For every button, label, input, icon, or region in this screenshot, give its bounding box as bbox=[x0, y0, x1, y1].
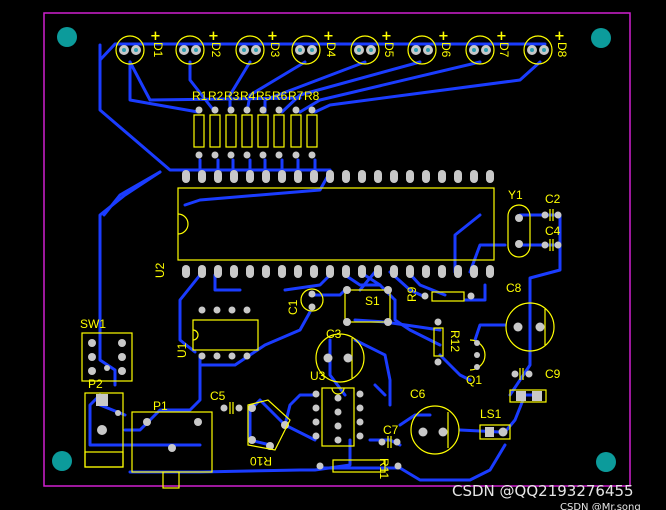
mounting-hole-bottom-left bbox=[52, 451, 72, 471]
label-d1: D1 bbox=[151, 42, 165, 58]
label-s1: S1 bbox=[365, 294, 380, 308]
label-r11: R11 bbox=[377, 458, 391, 479]
resistor-r9 bbox=[421, 291, 475, 302]
mounting-hole-bottom-right bbox=[596, 452, 616, 472]
label-c5: C5 bbox=[210, 389, 226, 403]
label-r8: R8 bbox=[304, 89, 320, 103]
led-d8 bbox=[523, 35, 553, 65]
label-d4: D4 bbox=[324, 42, 338, 58]
plus-sign-d8: + bbox=[554, 29, 565, 44]
led-d4 bbox=[291, 35, 321, 65]
resistor-r11-right bbox=[509, 389, 547, 403]
label-d8: D8 bbox=[555, 42, 569, 58]
label-r2: R2 bbox=[208, 89, 224, 103]
label-ls1: LS1 bbox=[480, 407, 502, 421]
label-d7: D7 bbox=[497, 42, 511, 58]
silkscreen-layer: + + + + + + + + D1 D2 D3 D4 D5 D6 D7 D8 bbox=[80, 29, 569, 489]
mounting-hole-top-left bbox=[57, 27, 77, 47]
label-d2: D2 bbox=[209, 42, 223, 58]
resistor-pads bbox=[195, 106, 316, 159]
label-c3: C3 bbox=[326, 327, 342, 341]
capacitor-c1 bbox=[300, 288, 324, 312]
chip-u2 bbox=[177, 187, 495, 261]
label-q1: Q1 bbox=[466, 373, 482, 387]
switch-sw1 bbox=[81, 332, 133, 382]
led-d7 bbox=[465, 35, 495, 65]
watermark-sub: CSDN @Mr.song bbox=[560, 502, 641, 510]
plus-sign-d7: + bbox=[496, 29, 507, 44]
label-r10: R10 bbox=[250, 454, 272, 468]
capacitor-c5 bbox=[220, 402, 243, 414]
mounting-hole-top-right bbox=[591, 28, 611, 48]
label-c8: C8 bbox=[506, 281, 522, 295]
led-d3 bbox=[235, 35, 265, 65]
label-r9: R9 bbox=[405, 286, 419, 302]
label-r6: R6 bbox=[272, 89, 288, 103]
label-c7: C7 bbox=[383, 423, 399, 437]
capacitor-c7 bbox=[378, 436, 401, 448]
label-c1: C1 bbox=[286, 299, 300, 315]
label-p2: P2 bbox=[88, 377, 103, 391]
led-d6 bbox=[407, 35, 437, 65]
plus-sign-d1: + bbox=[150, 29, 161, 44]
chip-u3 bbox=[312, 387, 364, 447]
label-r5: R5 bbox=[256, 89, 272, 103]
resistor-r10 bbox=[247, 399, 291, 451]
label-sw1: SW1 bbox=[80, 317, 106, 331]
label-u2: U2 bbox=[153, 262, 167, 278]
chip-u1 bbox=[192, 306, 259, 360]
capacitor-c8 bbox=[505, 302, 555, 352]
chip-u2-pads bbox=[182, 170, 494, 278]
label-r4: R4 bbox=[240, 89, 256, 103]
label-c4: C4 bbox=[545, 224, 561, 238]
label-u3: U3 bbox=[310, 369, 326, 383]
watermark-main: CSDN @QQ2193276455 bbox=[452, 482, 634, 500]
switch-s1 bbox=[343, 286, 392, 326]
label-r7: R7 bbox=[288, 89, 304, 103]
label-r12: R12 bbox=[448, 330, 462, 352]
plus-sign-d3: + bbox=[267, 29, 278, 44]
label-c9: C9 bbox=[545, 367, 561, 381]
crystal-y1 bbox=[507, 204, 531, 258]
transistor-q1 bbox=[469, 339, 486, 371]
plus-sign-d5: + bbox=[381, 29, 392, 44]
label-p1: P1 bbox=[153, 399, 168, 413]
connector-p2 bbox=[84, 392, 124, 468]
label-d6: D6 bbox=[439, 42, 453, 58]
resistor-r11 bbox=[316, 459, 402, 473]
capacitor-c6 bbox=[410, 405, 460, 455]
led-d1 bbox=[115, 35, 145, 65]
label-c6: C6 bbox=[410, 387, 426, 401]
label-u1: U1 bbox=[175, 342, 189, 358]
capacitor-c4 bbox=[541, 239, 562, 251]
led-row bbox=[115, 35, 553, 65]
capacitor-c3 bbox=[315, 333, 365, 383]
label-d5: D5 bbox=[382, 42, 396, 58]
connector-p1 bbox=[131, 411, 213, 489]
label-r3: R3 bbox=[224, 89, 240, 103]
label-d3: D3 bbox=[268, 42, 282, 58]
led-d5 bbox=[350, 35, 380, 65]
plus-sign-d4: + bbox=[323, 29, 334, 44]
label-y1: Y1 bbox=[508, 188, 523, 202]
label-c2: C2 bbox=[545, 192, 561, 206]
label-r1: R1 bbox=[192, 89, 208, 103]
resistor-array bbox=[193, 114, 318, 148]
plus-sign-d2: + bbox=[208, 29, 219, 44]
capacitor-c2 bbox=[541, 209, 562, 221]
board-outline bbox=[43, 12, 631, 487]
resistor-r12 bbox=[433, 318, 444, 366]
capacitor-c9 bbox=[511, 368, 533, 380]
buzzer-ls1 bbox=[479, 424, 511, 440]
plus-sign-d6: + bbox=[438, 29, 449, 44]
led-d2 bbox=[175, 35, 205, 65]
